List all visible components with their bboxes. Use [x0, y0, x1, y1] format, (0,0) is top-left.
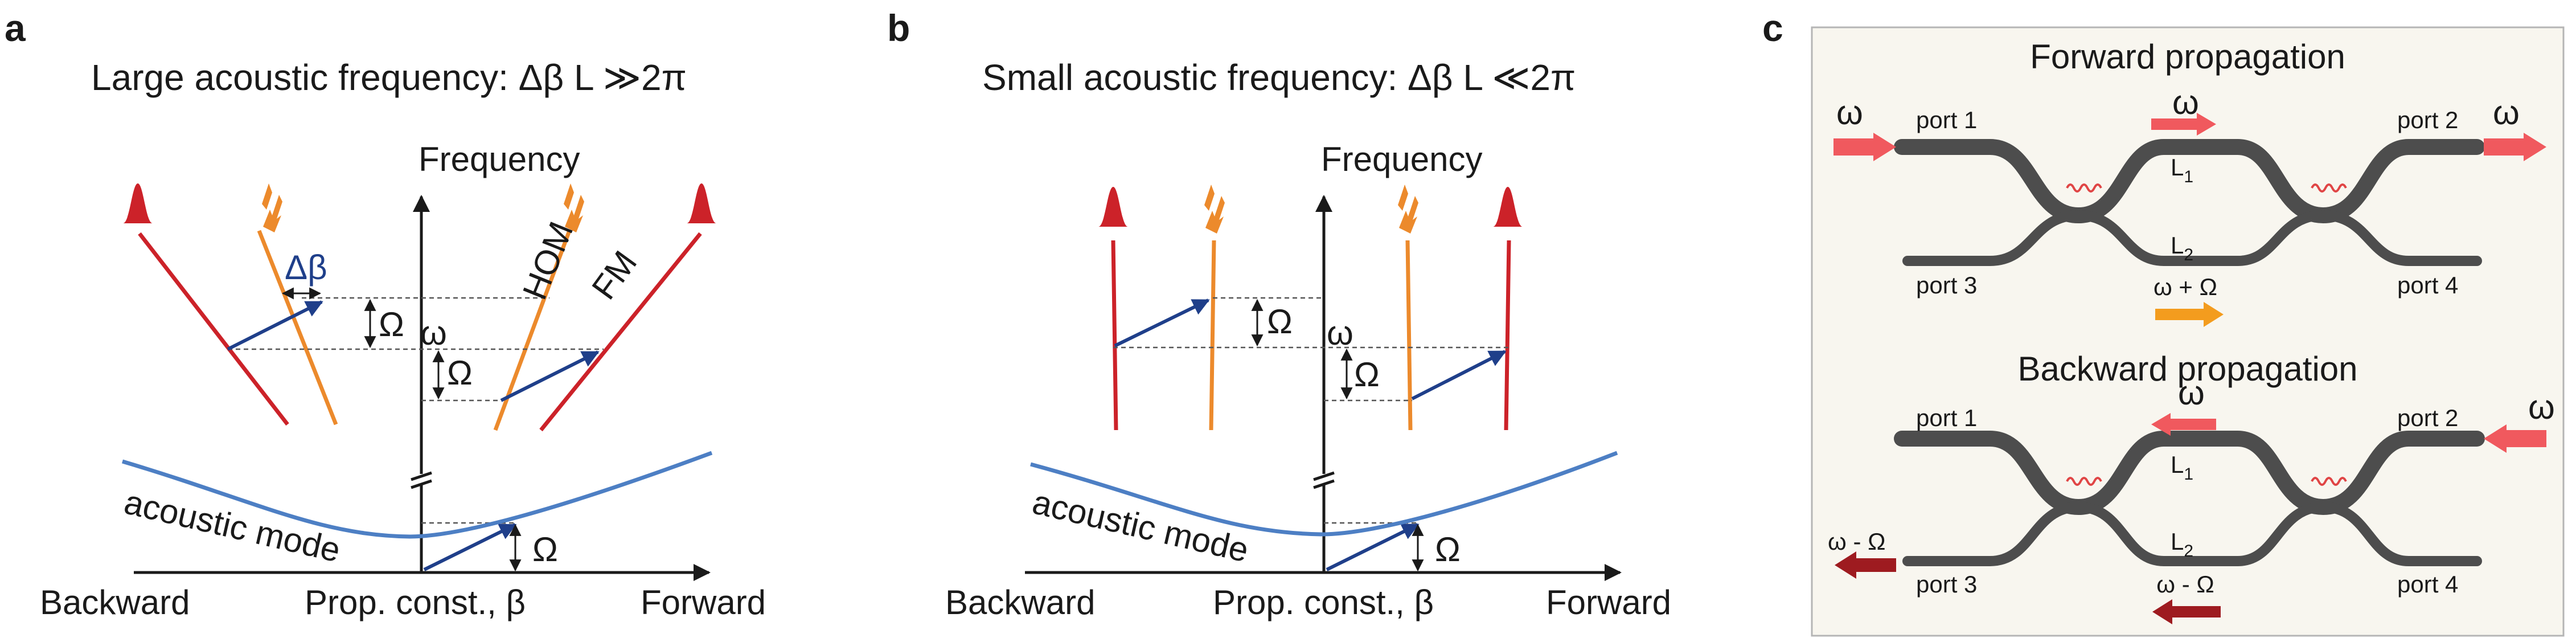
omega-cap-label: Ω [1435, 530, 1461, 569]
x-label-forward: Forward [1546, 583, 1671, 621]
backward-title: Backward propagation [2017, 350, 2357, 388]
omega-cap-label: Ω [379, 305, 404, 343]
transition-arrow [1114, 298, 1210, 347]
fm-label: FM [584, 244, 644, 306]
x-label-backward: Backward [945, 583, 1095, 621]
x-label-backward: Backward [40, 583, 190, 621]
output-omega-label: ω [2493, 93, 2520, 132]
fm-pulse-icon [1098, 187, 1128, 227]
hom-pulse-icon [1204, 185, 1225, 234]
output-arrow-icon [1835, 551, 1896, 579]
y-axis-label: Frequency [1321, 140, 1482, 178]
x-label-prop-const: Prop. const., β [1213, 583, 1434, 621]
acoustic-mode-curve [1030, 451, 1618, 537]
converted-signal-arrow-icon [2155, 302, 2224, 327]
l2-label: L2 [2171, 232, 2193, 264]
panel-letter-a: a [5, 7, 26, 49]
omega-cap-label: Ω [1267, 302, 1293, 341]
fm-forward-line [539, 232, 702, 432]
port-4-label: port 4 [2397, 571, 2458, 598]
panel-c: c Forward propagation port 1 port 2 port… [1762, 7, 2565, 637]
x-label-forward: Forward [641, 583, 766, 621]
port-1-label: port 1 [1916, 107, 1977, 133]
output-omega-minus-label: ω - Ω [1828, 528, 1886, 555]
transition-arrow [500, 350, 600, 402]
transition-arrow [1411, 350, 1507, 400]
fm-forward-line [1504, 240, 1511, 431]
omega-label: ω [1327, 314, 1353, 352]
waveguide-top [1894, 139, 2485, 224]
mid-omega-label: ω [2172, 83, 2199, 121]
waveguide-top [1894, 431, 2485, 516]
port-3-label: port 3 [1916, 272, 1977, 298]
hom-backward-line [1209, 240, 1216, 431]
forward-signal-arrow-icon [2151, 113, 2216, 136]
backward-signal-arrow-icon [2151, 413, 2216, 436]
fm-backward-line [138, 232, 289, 426]
acoustic-phonon-arrow [423, 523, 517, 571]
port-3-label: port 3 [1916, 571, 1977, 598]
panel-letter-b: b [887, 7, 910, 49]
converted-signal-arrow-icon [2152, 599, 2221, 624]
port-4-label: port 4 [2397, 272, 2458, 298]
input-arrow-icon [1833, 133, 1896, 161]
panel-b: b Small acoustic frequency: Δβ L ≪2π Fre… [887, 7, 1671, 621]
omega-cap-label: Ω [1354, 355, 1380, 394]
input-arrow-icon [2484, 424, 2546, 453]
l2-label: L2 [2171, 528, 2193, 561]
omega-minus-label: ω - Ω [2156, 571, 2214, 598]
port-1-label: port 1 [1916, 404, 1977, 431]
l1-label: L1 [2171, 451, 2193, 484]
fm-pulse-icon [123, 183, 153, 223]
output-arrow-icon [2484, 133, 2546, 161]
hom-pulse-icon [564, 183, 584, 232]
omega-plus-label: ω + Ω [2153, 273, 2217, 300]
l1-label: L1 [2171, 154, 2193, 186]
fm-backward-line [1111, 240, 1118, 431]
hom-pulse-icon [262, 183, 282, 232]
panel-a: a Large acoustic frequency: Δβ L ≫2π Fre… [5, 7, 766, 621]
hom-label: HOM [515, 216, 581, 305]
fm-pulse-icon [1493, 187, 1523, 227]
backward-device: Backward propagation port 1 port 2 port … [1828, 350, 2555, 624]
transition-arrow [227, 300, 323, 351]
x-label-prop-const: Prop. const., β [305, 583, 526, 621]
panel-a-title: Large acoustic frequency: Δβ L ≫2π [91, 57, 687, 98]
omega-cap-label: Ω [447, 354, 473, 392]
y-axis-label: Frequency [419, 140, 580, 178]
delta-beta-label: Δβ [285, 248, 327, 287]
mid-omega-label: ω [2178, 374, 2205, 412]
port-2-label: port 2 [2397, 404, 2458, 431]
panel-letter-c: c [1762, 7, 1783, 49]
axis-break [411, 471, 432, 489]
waveguide-bottom [1902, 501, 2482, 566]
omega-cap-label: Ω [532, 530, 558, 569]
forward-title: Forward propagation [2030, 38, 2345, 76]
acoustic-phonon-arrow [1326, 523, 1420, 571]
input-omega-label: ω [2528, 388, 2555, 426]
panel-b-title: Small acoustic frequency: Δβ L ≪2π [982, 57, 1576, 98]
hom-forward-line [1405, 240, 1413, 431]
axis-break [1313, 471, 1335, 489]
fm-pulse-icon [687, 183, 716, 223]
input-omega-label: ω [1836, 93, 1863, 132]
hom-backward-line [257, 230, 338, 426]
hom-pulse-icon [1398, 185, 1418, 234]
waveguide-bottom [1902, 210, 2482, 266]
omega-label: ω [420, 314, 447, 352]
port-2-label: port 2 [2397, 107, 2458, 133]
forward-device: Forward propagation port 1 port 2 port 3… [1833, 38, 2546, 327]
acoustic-mode-curve [122, 451, 713, 539]
